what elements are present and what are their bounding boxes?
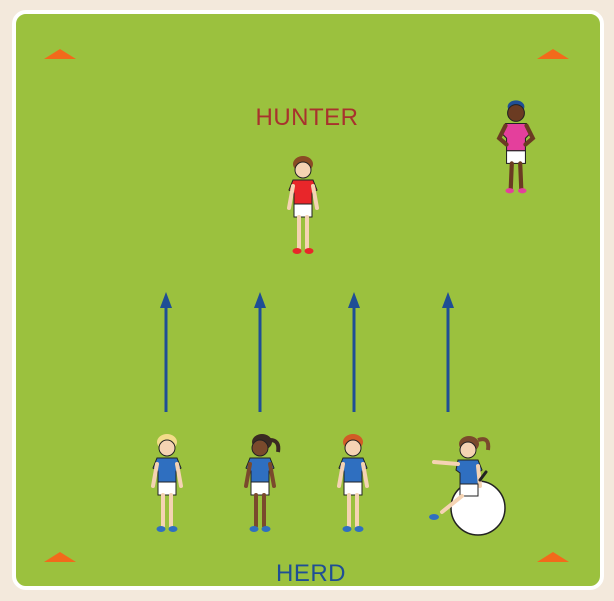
hunter-player-icon [289,156,317,254]
cone-icon [44,49,76,59]
herd-player-icon [246,434,278,532]
arrow-up-icon [442,292,454,412]
cone-icon [537,49,569,59]
herd-player-icon [339,434,367,532]
arrow-up-icon [348,292,360,412]
herd-player-icon [153,434,181,532]
wheelchair-player-icon [429,436,505,535]
coach-figure-icon [499,100,533,193]
cone-icon [44,552,76,562]
arrow-up-icon [254,292,266,412]
cone-icon [537,552,569,562]
arrow-up-icon [160,292,172,412]
